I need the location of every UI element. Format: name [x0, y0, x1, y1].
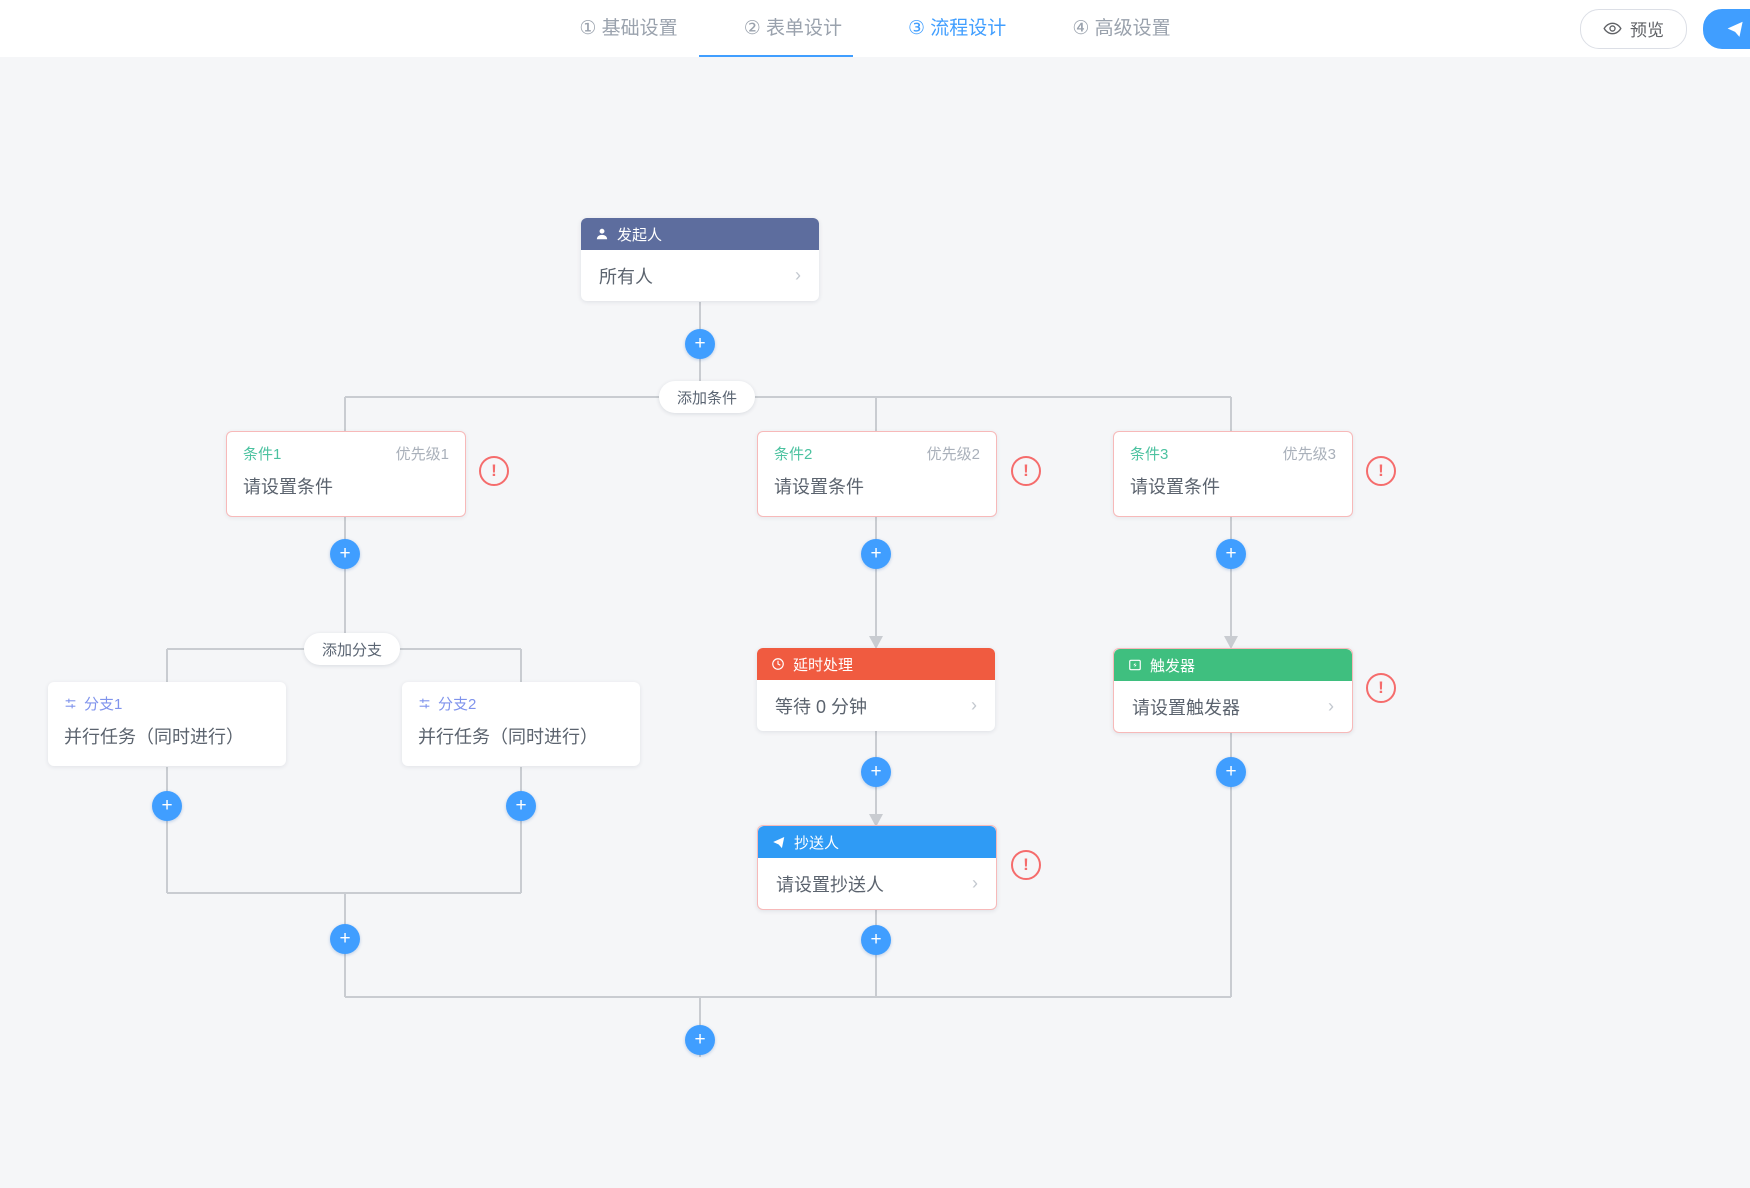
branch-2-header: 分支2 [402, 682, 640, 714]
node-condition-3[interactable]: 条件3 优先级3 请设置条件 [1113, 431, 1353, 517]
initiator-title: 发起人 [617, 226, 663, 244]
tab-form-design[interactable]: ② 表单设计 [743, 17, 842, 39]
add-node-button-after-delay[interactable]: + [861, 757, 891, 787]
condition-3-header: 条件3 优先级3 [1114, 432, 1352, 464]
delay-body[interactable]: 等待 0 分钟 › [757, 680, 995, 731]
branch-1-name: 分支1 [84, 696, 123, 713]
branch-icon [64, 697, 77, 710]
node-trigger[interactable]: 触发器 请设置触发器 › [1113, 648, 1353, 733]
add-node-button-after-trigger[interactable]: + [1216, 757, 1246, 787]
trigger-icon [1128, 658, 1142, 672]
condition-2-value: 请设置条件 [774, 477, 864, 497]
node-branch-2[interactable]: 分支2 并行任务（同时进行） [402, 682, 640, 766]
user-icon [595, 227, 609, 241]
tab-flow-design[interactable]: ③ 流程设计 [908, 17, 1007, 39]
trigger-body[interactable]: 请设置触发器 › [1114, 681, 1352, 732]
node-initiator[interactable]: 发起人 所有人 › [581, 218, 819, 301]
condition-1-header: 条件1 优先级1 [227, 432, 465, 464]
condition-3-priority: 优先级3 [1282, 446, 1336, 463]
chevron-right-icon: › [795, 265, 801, 285]
node-delay[interactable]: 延时处理 等待 0 分钟 › [757, 648, 995, 731]
add-node-button-after-branches[interactable]: + [330, 924, 360, 954]
add-node-button-after-branch-1[interactable]: + [152, 791, 182, 821]
condition-1-name: 条件1 [243, 446, 282, 463]
trigger-value: 请设置触发器 [1132, 697, 1240, 718]
cc-header: 抄送人 [758, 826, 996, 858]
publish-button[interactable]: 发布 [1703, 8, 1750, 49]
trigger-header: 触发器 [1114, 649, 1352, 681]
add-node-button-after-condition-3[interactable]: + [1216, 539, 1246, 569]
flow-layer: 发起人 所有人 › + 添加条件 条件1 优先级1 请设置条件 ! 条件2 优先… [0, 57, 1750, 1188]
tab-advanced-settings[interactable]: ④ 高级设置 [1072, 17, 1171, 39]
send-icon [772, 835, 786, 849]
add-condition-button[interactable]: 添加条件 [659, 381, 756, 413]
flow-canvas[interactable]: 发起人 所有人 › + 添加条件 条件1 优先级1 请设置条件 ! 条件2 优先… [0, 57, 1750, 1188]
node-cc[interactable]: 抄送人 请设置抄送人 › [757, 825, 997, 910]
add-node-button-after-cc[interactable]: + [861, 925, 891, 955]
condition-2-priority: 优先级2 [926, 446, 980, 463]
initiator-header: 发起人 [581, 218, 819, 250]
trigger-title: 触发器 [1150, 657, 1196, 675]
preview-label: 预览 [1630, 21, 1664, 40]
branch-2-name: 分支2 [438, 696, 477, 713]
error-badge-cc[interactable]: ! [1011, 850, 1041, 880]
node-condition-2[interactable]: 条件2 优先级2 请设置条件 [757, 431, 997, 517]
preview-button[interactable]: 预览 [1580, 8, 1687, 49]
condition-2-header: 条件2 优先级2 [758, 432, 996, 464]
cc-title: 抄送人 [794, 834, 840, 852]
chevron-right-icon: › [972, 873, 978, 893]
eye-icon [1603, 19, 1622, 38]
condition-3-name: 条件3 [1130, 446, 1169, 463]
delay-header: 延时处理 [757, 648, 995, 680]
chevron-right-icon: › [1328, 696, 1334, 716]
cc-body[interactable]: 请设置抄送人 › [758, 858, 996, 909]
node-branch-1[interactable]: 分支1 并行任务（同时进行） [48, 682, 286, 766]
add-node-button-after-initiator[interactable]: + [685, 329, 715, 359]
error-badge-condition-1[interactable]: ! [479, 456, 509, 486]
branch-icon [418, 697, 431, 710]
top-bar: ① 基础设置 ② 表单设计 ③ 流程设计 ④ 高级设置 预览 发布 [0, 0, 1750, 58]
chevron-right-icon: › [971, 695, 977, 715]
active-tab-underline [699, 55, 853, 58]
delay-title: 延时处理 [793, 656, 854, 674]
node-condition-1[interactable]: 条件1 优先级1 请设置条件 [226, 431, 466, 517]
delay-value: 等待 0 分钟 [775, 696, 868, 717]
cc-value: 请设置抄送人 [776, 874, 884, 895]
condition-2-name: 条件2 [774, 446, 813, 463]
add-node-button-after-condition-1[interactable]: + [330, 539, 360, 569]
clock-icon [771, 657, 785, 671]
add-node-button-after-branch-2[interactable]: + [506, 791, 536, 821]
error-badge-condition-2[interactable]: ! [1011, 456, 1041, 486]
branch-1-value: 并行任务（同时进行） [64, 727, 244, 747]
send-icon [1726, 19, 1745, 38]
error-badge-condition-3[interactable]: ! [1366, 456, 1396, 486]
add-branch-button[interactable]: 添加分支 [304, 633, 401, 665]
wizard-tabs: ① 基础设置 ② 表单设计 ③ 流程设计 ④ 高级设置 [0, 0, 1750, 57]
flow-connectors [166, 302, 1238, 1057]
condition-3-value: 请设置条件 [1130, 477, 1220, 497]
condition-1-priority: 优先级1 [395, 446, 449, 463]
branch-2-value: 并行任务（同时进行） [418, 727, 598, 747]
initiator-body[interactable]: 所有人 › [581, 250, 819, 301]
error-badge-trigger[interactable]: ! [1366, 673, 1396, 703]
initiator-value: 所有人 [599, 266, 653, 287]
header-actions: 预览 发布 [1580, 0, 1750, 57]
add-node-button-after-condition-2[interactable]: + [861, 539, 891, 569]
condition-1-value: 请设置条件 [243, 477, 333, 497]
add-node-button-end[interactable]: + [685, 1025, 715, 1055]
tab-basic-settings[interactable]: ① 基础设置 [579, 17, 678, 39]
branch-1-header: 分支1 [48, 682, 286, 714]
